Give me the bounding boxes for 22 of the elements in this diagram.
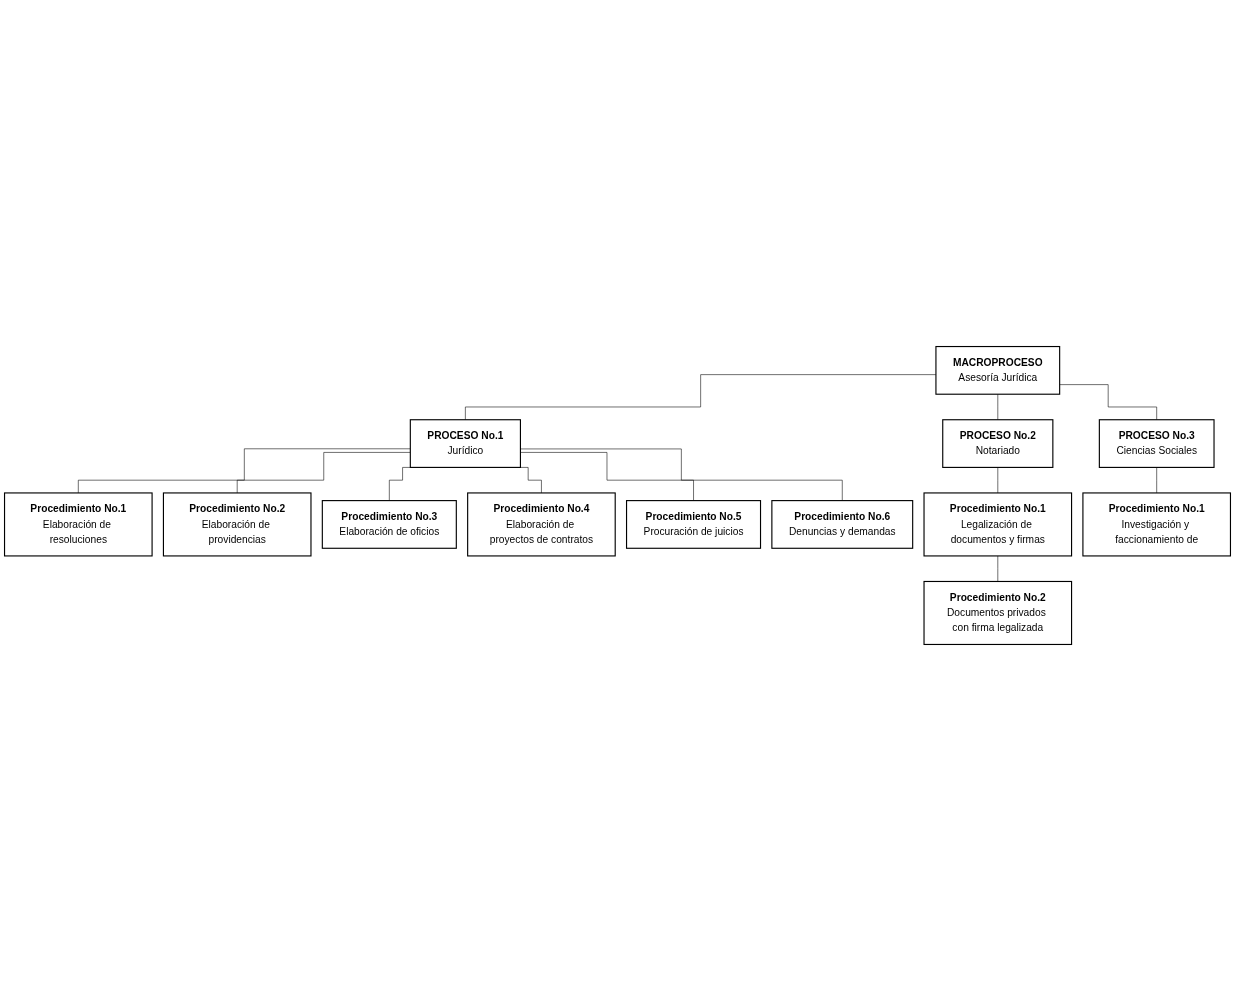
node-box: Procedimiento No.1 Legalización de documentos y firmas: [923, 492, 1073, 557]
connector: [1059, 384, 1157, 421]
connector: [520, 452, 694, 501]
node-box: Procedimiento No.2 Elaboración de providencias: [162, 492, 312, 557]
connector: [997, 555, 999, 582]
node-box: Procedimiento No.6 Denuncias y demandas: [771, 500, 914, 549]
connector: [78, 448, 411, 494]
connector: [520, 448, 843, 501]
connector: [1156, 467, 1157, 494]
node-box: Procedimiento No.5 Procuración de juicios: [626, 500, 762, 549]
node-box: Procedimiento No.1 Investigación y faccionamiento de: [1082, 492, 1232, 557]
node-box: PROCESO No.3 Ciencias Sociales: [1098, 419, 1215, 468]
node-box: Procedimiento No.2 Documentos privados con firma legalizada: [923, 580, 1073, 646]
connector: [997, 467, 999, 494]
node-box: Procedimiento No.1 Elaboración de resoluciones: [3, 492, 153, 557]
node-box: Procedimiento No.3 Elaboración de oficios: [321, 500, 457, 549]
connector: [997, 393, 999, 421]
node-box: PROCESO No.2 Notariado: [942, 419, 1054, 468]
connector: [236, 452, 411, 494]
node-box: MACROPROCESO Asesoría Jurídica: [935, 345, 1061, 395]
node-box: Procedimiento No.4 Elaboración de proyectos de contratos: [467, 492, 616, 557]
node-box: PROCESO No.1 Jurídico: [409, 419, 521, 468]
